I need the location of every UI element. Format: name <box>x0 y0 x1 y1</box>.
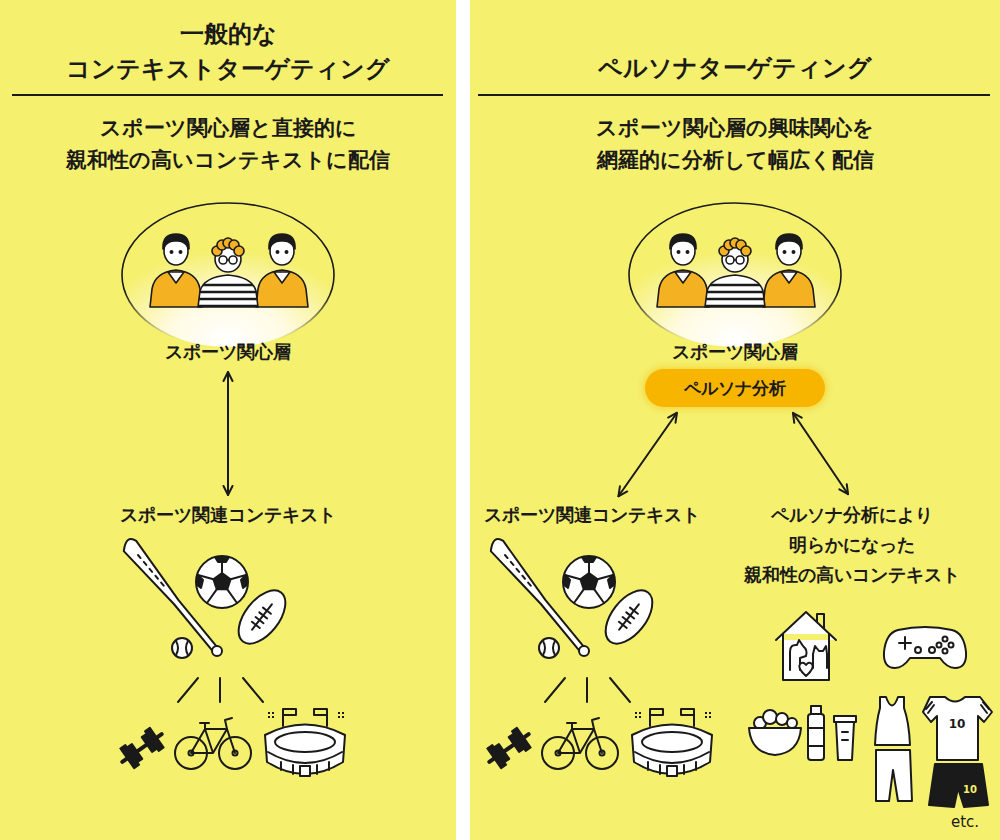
persona-icons <box>926 702 989 713</box>
panel-title: 一般的な コンテキストターゲティング <box>58 17 398 87</box>
panel: ペルソナターゲティングスポーツ関心層の興味関心を 網羅的に分析して幅広く配信スポ… <box>470 0 1000 840</box>
audience-label: スポーツ関心層 <box>625 339 845 365</box>
context-label: スポーツ関連コンテキスト <box>120 502 336 528</box>
persona-icons <box>787 718 797 728</box>
header-rule <box>12 94 443 96</box>
persona-icons <box>929 647 935 653</box>
persona-icons <box>799 663 813 676</box>
audience-label: スポーツ関心層 <box>118 339 338 365</box>
audience-ellipse: スポーツ関心層 <box>118 200 338 365</box>
persona-icons <box>817 614 824 628</box>
persona-icons <box>943 637 948 642</box>
audience-outline <box>150 234 308 307</box>
shorts-number: 10 <box>963 785 977 795</box>
analysis-pill: ペルソナ分析 <box>645 369 825 407</box>
persona-icons <box>749 728 801 755</box>
pill-label: ペルソナ分析 <box>684 377 786 399</box>
persona-icons <box>949 643 954 648</box>
connector-arrow <box>227 372 229 495</box>
panel-title: ペルソナターゲティング <box>565 52 905 84</box>
persona-icons <box>776 612 836 680</box>
persona-icons <box>915 647 921 653</box>
audience-ellipse: スポーツ関心層 <box>625 200 845 365</box>
sports-icons <box>115 539 345 776</box>
audience-outline <box>625 200 845 365</box>
persona-icons <box>876 750 912 801</box>
sports-icons <box>482 539 712 776</box>
persona-icons <box>943 649 948 654</box>
context-label: スポーツ関連コンテキスト <box>116 502 340 528</box>
connector-arrow <box>793 413 848 494</box>
audience-outline <box>657 234 815 307</box>
audience-outline <box>122 203 334 347</box>
panel: 一般的な コンテキストターゲティングスポーツ関心層と直接的に 親和性の高いコンテ… <box>0 0 456 840</box>
panel-subtitle: スポーツ関心層と直接的に 親和性の高いコンテキストに配信 <box>58 112 398 176</box>
persona-icons <box>813 646 827 668</box>
persona-icons <box>842 732 848 740</box>
persona-icons <box>808 728 824 746</box>
context-label: ペルソナ分析により 明らかになった 親和性の高いコンテキスト <box>731 500 973 590</box>
context-label: スポーツ関連コンテキスト <box>484 502 700 528</box>
persona-icons <box>836 722 854 760</box>
context-label: スポーツ関連コンテキスト <box>480 502 704 528</box>
jersey-number: 10 <box>949 718 966 730</box>
persona-icons <box>763 710 777 724</box>
persona-icons <box>899 637 911 649</box>
persona-icons <box>923 697 992 760</box>
persona-icons <box>875 697 910 745</box>
persona-icons <box>937 643 942 648</box>
audience-outline <box>118 200 338 365</box>
audience-outline <box>629 203 841 347</box>
persona-icons <box>749 612 992 807</box>
persona-icons <box>808 714 824 760</box>
persona-icons <box>884 627 966 668</box>
header-rule <box>478 94 990 96</box>
panel-subtitle: スポーツ関心層の興味関心を 網羅的に分析して幅広く配信 <box>570 112 900 176</box>
context-label: ペルソナ分析により 明らかになった 親和性の高いコンテキスト <box>727 500 977 590</box>
persona-icons <box>929 764 988 807</box>
connector-arrow <box>618 413 677 497</box>
persona-icons <box>811 706 821 714</box>
etc-note: etc. <box>951 815 979 830</box>
